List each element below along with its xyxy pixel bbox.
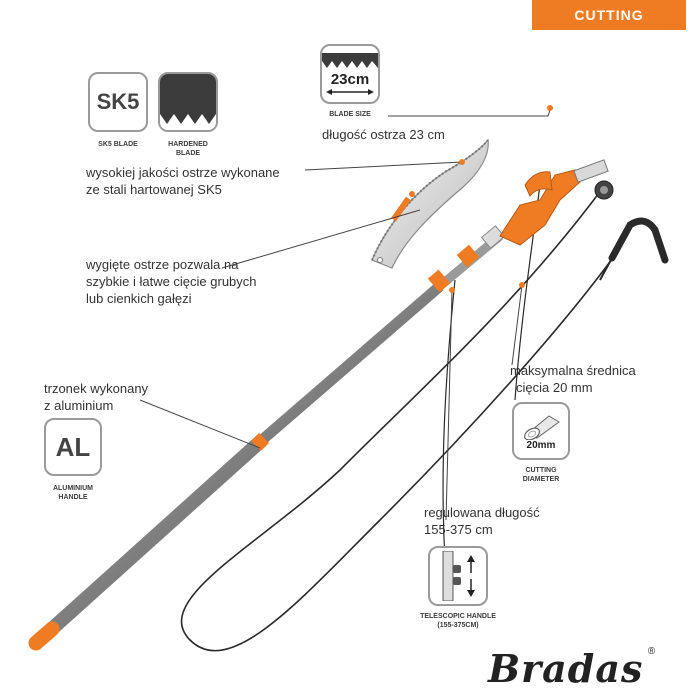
pruner-head [499,159,614,246]
length-callout: regulowana długość 155-375 cm [424,505,540,537]
saw-blade [371,138,489,269]
blade-size-caption: BLADE SIZE [329,111,371,118]
cutting-diameter-caption: CUTTING DIAMETER [522,467,560,483]
category-tab: CUTTING [532,0,686,30]
aluminium-mark: AL [55,431,91,462]
brand-logo-text: Bradas [488,646,644,691]
double-arrow-icon [326,88,374,95]
pull-rope [180,184,616,652]
registered-icon: ® [647,646,656,657]
curved-blade-callout: wygięte ostrze pozwala na szybkie i łatw… [86,257,257,306]
blade-quality-callout: wysokiej jakości ostrze wykonane ze stal… [86,165,280,197]
aluminium-badge: AL [44,418,102,476]
max-diameter-callout: maksymalna średnica cięcia 20 mm [510,363,636,395]
hardened-caption: HARDENED BLADE [168,141,208,157]
telescopic-icon [442,551,475,601]
sk5-badge: SK5 [88,72,148,132]
cutting-diameter-value: 20mm [526,439,556,451]
handle-callout: trzonek wykonany z aluminium [44,381,149,413]
cutting-diameter-badge: 20mm [512,402,570,460]
hardened-blade-badge [158,72,218,132]
telescopic-handle-badge [428,546,488,606]
blade-length-callout: długość ostrza 23 cm [322,127,445,142]
telescopic-pole [28,225,506,651]
blade-teeth-icon [322,52,378,68]
callout-leaders [139,105,553,521]
rope-handle-icon [599,217,669,281]
sk5-mark: SK5 [96,89,140,114]
sk5-caption: SK5 BLADE [98,141,138,148]
hardened-blade-icon [160,74,216,130]
blade-size-badge: 23cm [320,44,380,104]
branch-section-icon [524,414,560,440]
brand-logo: Bradas ® [488,646,688,692]
blade-size-value: 23cm [330,70,370,88]
aluminium-caption: ALUMINIUM HANDLE [52,485,94,501]
